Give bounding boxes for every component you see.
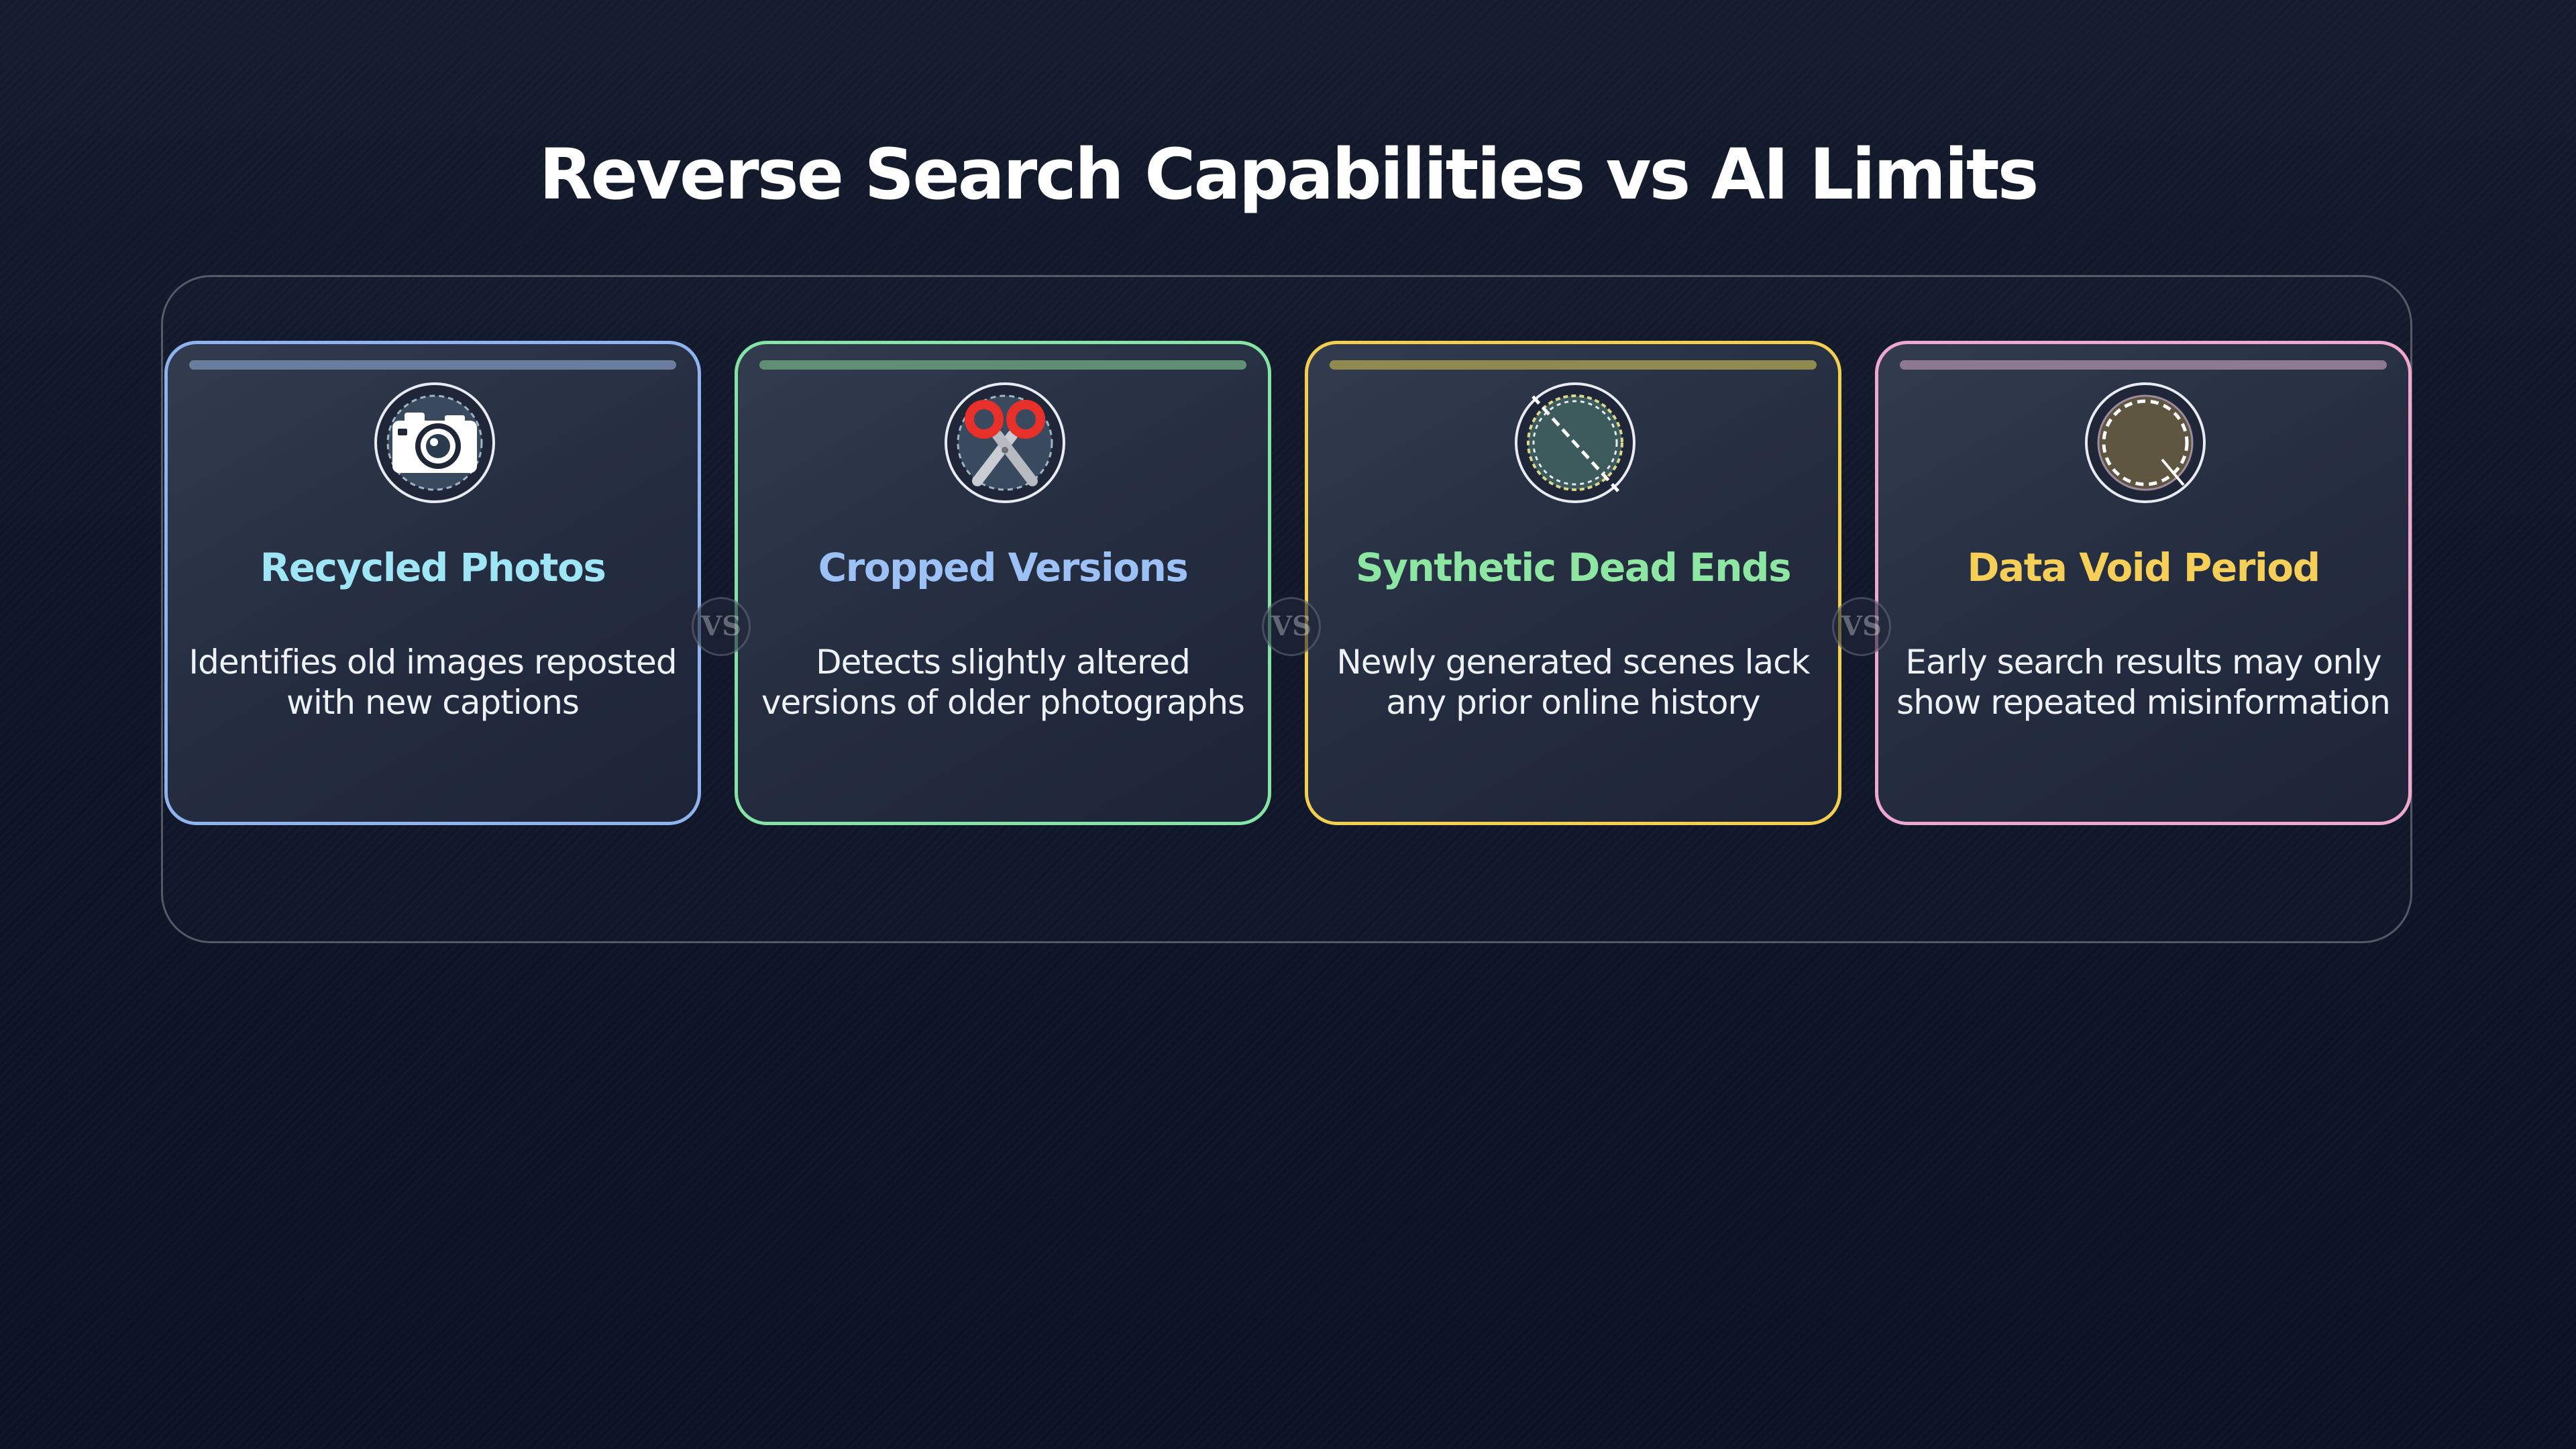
card-recycled-photos: Recycled Photos Identifies old images re… (164, 341, 701, 825)
card-title: Cropped Versions (818, 545, 1189, 590)
card-description: Early search results may only show repea… (1896, 643, 2391, 722)
card-description: Detects slightly altered versions of old… (761, 643, 1245, 722)
vs-separator: VS (692, 597, 751, 656)
card-data-void-period: Data Void Period Early search results ma… (1875, 341, 2412, 825)
card-cropped-versions: Cropped Versions Detects slightly altere… (735, 341, 1271, 825)
card-title: Recycled Photos (260, 545, 606, 590)
card-description: Identifies old images reposted with new … (189, 643, 677, 722)
card-description: Newly generated scenes lack any prior on… (1336, 643, 1810, 722)
card-title: Data Void Period (1967, 545, 2320, 590)
card-accent-bar (189, 360, 676, 370)
vs-separator: VS (1832, 597, 1891, 656)
camera-icon (372, 380, 497, 505)
vs-separator: VS (1262, 597, 1321, 656)
card-accent-bar (1330, 360, 1817, 370)
empty-void-icon (2083, 380, 2208, 505)
card-accent-bar (759, 360, 1246, 370)
broken-search-icon (1513, 380, 1638, 505)
scissors-icon (943, 380, 1067, 505)
card-accent-bar (1900, 360, 2387, 370)
card-synthetic-dead-ends: Synthetic Dead Ends Newly generated scen… (1305, 341, 1841, 825)
page-title: Reverse Search Capabilities vs AI Limits (539, 133, 2039, 215)
card-title: Synthetic Dead Ends (1355, 545, 1792, 590)
